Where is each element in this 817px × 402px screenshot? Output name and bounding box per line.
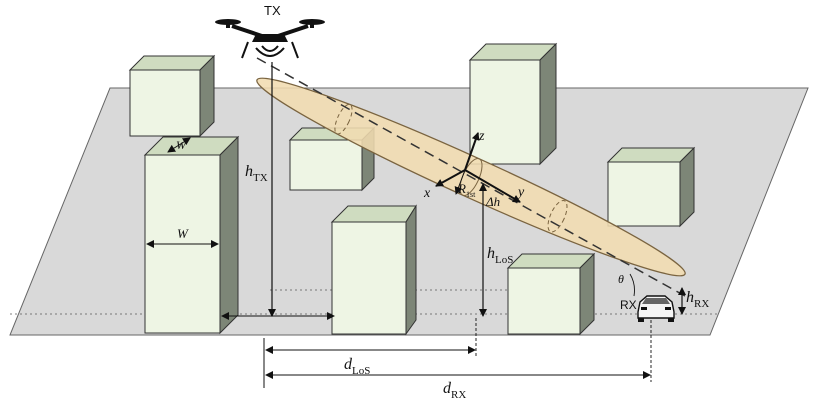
d-rx-label: dRX: [443, 380, 466, 401]
building-front-right: [506, 252, 596, 336]
building-back-right: [468, 42, 558, 166]
h-rx-label: hRX: [686, 289, 709, 310]
building-tall-front: [143, 135, 240, 335]
h-los-label: hLoS: [487, 245, 513, 266]
width-side-label: W: [177, 226, 189, 241]
width-arrow-top: [167, 137, 191, 153]
delta-h-label: Δh: [485, 194, 500, 209]
axis-y-label: y: [516, 185, 525, 200]
fresnel-ellipsoid: [256, 57, 686, 297]
width-top-label: W: [176, 138, 187, 152]
car-icon: [637, 295, 675, 322]
h-tx-label: hTX: [245, 163, 268, 184]
d-los-label: dLoS: [344, 356, 370, 377]
tx-label: TX: [264, 3, 281, 18]
axis-x-label: x: [423, 186, 431, 201]
cross-section-ring: [547, 199, 568, 233]
building-center-front: [330, 204, 417, 336]
axis-z-label: z: [478, 129, 485, 144]
r-1st-label: R1st: [457, 181, 476, 199]
los-line: [256, 57, 686, 297]
drone-icon: [215, 19, 325, 59]
cross-section-ring: [334, 103, 353, 135]
theta-label: θ: [618, 272, 624, 286]
building-far-right: [606, 146, 696, 228]
local-axes: [435, 132, 521, 203]
theta-arc: [629, 273, 635, 297]
building-back-left: [128, 54, 216, 138]
rx-label: RX: [620, 298, 637, 312]
